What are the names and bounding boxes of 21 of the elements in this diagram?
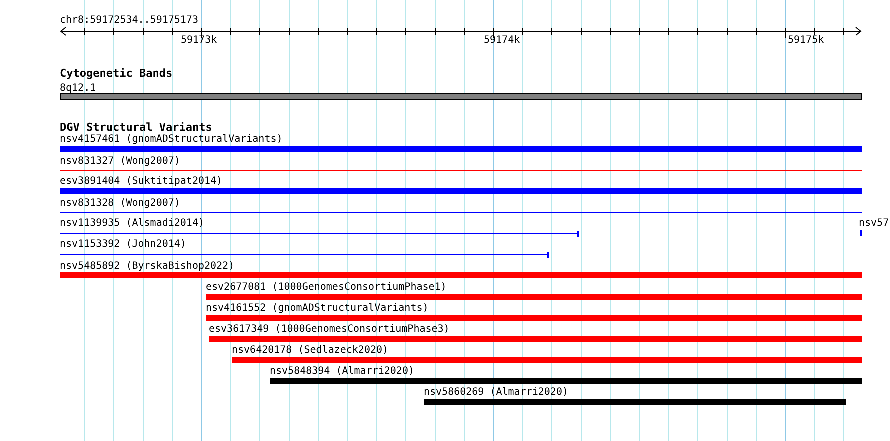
- region-coordinates: chr8:59172534..59175173: [60, 15, 198, 26]
- variant-label: nsv4161552 (gnomADStructuralVariants): [206, 303, 429, 314]
- variant-label: esv2677081 (1000GenomesConsortiumPhase1): [206, 282, 447, 293]
- track-title: Cytogenetic Bands: [60, 68, 173, 79]
- variant-label: nsv831327 (Wong2007): [60, 156, 180, 167]
- variant-label: nsv1153392 (John2014): [60, 239, 186, 250]
- track-title: DGV Structural Variants: [60, 122, 212, 133]
- variant-label: esv3891404 (Suktitipat2014): [60, 176, 223, 187]
- band-label: 8q12.1: [60, 83, 96, 94]
- variant-label: nsv5848394 (Almarri2020): [270, 366, 414, 377]
- axis-tick-label: 59174k: [484, 35, 520, 46]
- variant-label: esv3617349 (1000GenomesConsortiumPhase3): [209, 324, 450, 335]
- variant-label: nsv5485892 (ByrskaBishop2022): [60, 261, 235, 272]
- variant-label: nsv831328 (Wong2007): [60, 198, 180, 209]
- variant-label: nsv6420178 (Sedlazeck2020): [232, 345, 389, 356]
- variant-label: nsv57: [859, 218, 890, 229]
- axis-tick-label: 59175k: [788, 35, 824, 46]
- variant-label: nsv5860269 (Almarri2020): [424, 387, 568, 398]
- variant-label: nsv1139935 (Alsmadi2014): [60, 218, 204, 229]
- variant-label: nsv4157461 (gnomADStructuralVariants): [60, 134, 283, 145]
- axis-tick-label: 59173k: [181, 35, 218, 46]
